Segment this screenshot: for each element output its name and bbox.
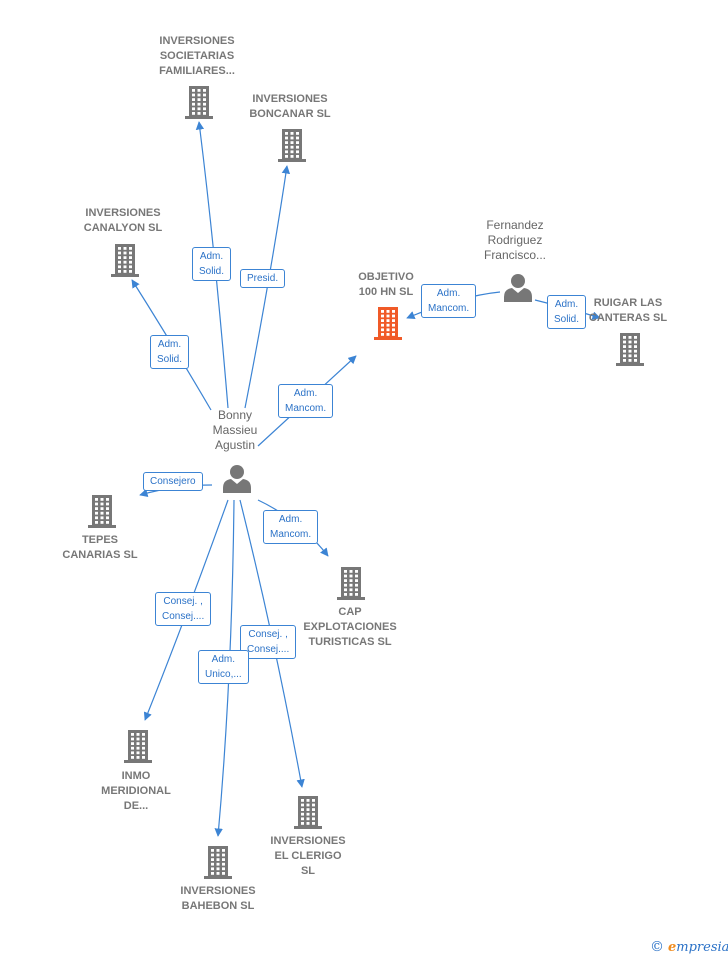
building-icon bbox=[185, 86, 213, 119]
relation-label-fern-obj[interactable]: Adm.Mancom. bbox=[421, 284, 477, 318]
relation-label-objetivo[interactable]: Adm.Mancom. bbox=[278, 384, 334, 418]
relation-label-clerigo[interactable]: Consej. ,Consej.... bbox=[240, 625, 297, 659]
building-icon bbox=[337, 567, 365, 600]
relation-label-fern-ruigar[interactable]: Adm.Solid. bbox=[547, 295, 587, 329]
building-icon bbox=[124, 730, 152, 763]
relation-label-boncanar[interactable]: Presid. bbox=[240, 269, 286, 288]
building-icon bbox=[88, 495, 116, 528]
building-icon bbox=[111, 244, 139, 277]
relation-label-cap[interactable]: Adm.Mancom. bbox=[263, 510, 319, 544]
person-icon bbox=[504, 274, 532, 302]
relation-label-bahebon[interactable]: Adm.Unico,... bbox=[198, 650, 249, 684]
building-icon bbox=[278, 129, 306, 162]
person-icon bbox=[223, 465, 251, 493]
relation-label-tepes[interactable]: Consejero bbox=[143, 472, 203, 491]
building-icon bbox=[294, 796, 322, 829]
building-icon bbox=[616, 333, 644, 366]
brand-logo[interactable]: © empresia bbox=[650, 939, 728, 955]
relation-label-canalyon[interactable]: Adm.Solid. bbox=[150, 335, 190, 369]
brand-name: mpresia bbox=[676, 940, 728, 955]
relation-label-inmo[interactable]: Consej. ,Consej.... bbox=[155, 592, 212, 626]
building-icon bbox=[204, 846, 232, 879]
copyright-symbol: © bbox=[650, 939, 664, 955]
building-icon bbox=[374, 307, 402, 340]
relation-label-societarias[interactable]: Adm.Solid. bbox=[192, 247, 232, 281]
brand-initial: e bbox=[668, 940, 677, 955]
